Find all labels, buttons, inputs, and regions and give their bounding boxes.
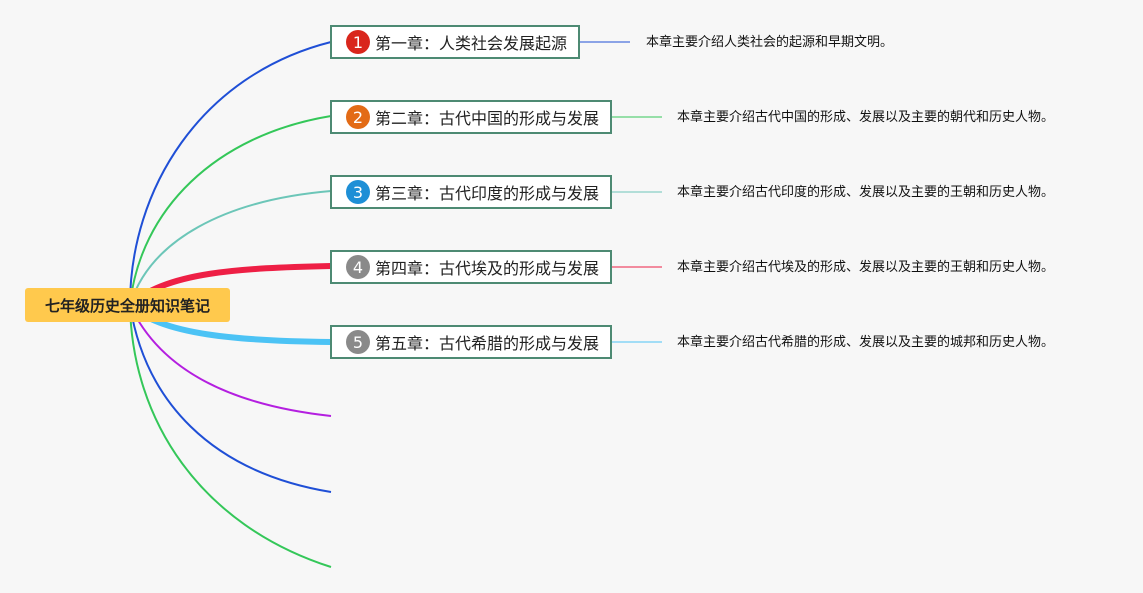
chapter-topic-5[interactable]: 5 第五章：古代希腊的形成与发展 — [330, 325, 612, 359]
branch-line-8 — [129, 304, 332, 568]
chapter-summary-3[interactable]: 本章主要介绍古代印度的形成、发展以及主要的王朝和历史人物。 — [677, 185, 1055, 200]
chapter-topic-3[interactable]: 3 第三章：古代印度的形成与发展 — [330, 175, 612, 209]
chapter-title: 第三章：古代印度的形成与发展 — [375, 184, 600, 203]
chapter-topic-4[interactable]: 4 第四章：古代埃及的形成与发展 — [330, 250, 612, 284]
root-topic-label: 七年级历史全册知识笔记 — [44, 296, 210, 315]
chapter-title: 第五章：古代希腊的形成与发展 — [375, 334, 600, 353]
chapter-number-badge: 1 — [346, 30, 370, 54]
chapter-summary-2[interactable]: 本章主要介绍古代中国的形成、发展以及主要的朝代和历史人物。 — [677, 110, 1055, 125]
chapter-title: 第四章：古代埃及的形成与发展 — [375, 259, 600, 278]
chapter-title: 第二章：古代中国的形成与发展 — [375, 109, 600, 128]
chapter-summary-4[interactable]: 本章主要介绍古代埃及的形成、发展以及主要的王朝和历史人物。 — [677, 260, 1055, 275]
chapter-number-badge: 4 — [346, 255, 370, 279]
chapter-summary-1[interactable]: 本章主要介绍人类社会的起源和早期文明。 — [646, 35, 894, 50]
chapter-number-badge: 2 — [346, 105, 370, 129]
branch-line-3 — [129, 190, 332, 306]
root-topic[interactable]: 七年级历史全册知识笔记 — [25, 288, 230, 322]
chapter-topic-1[interactable]: 1 第一章：人类社会发展起源 — [330, 25, 580, 59]
chapter-title: 第一章：人类社会发展起源 — [375, 34, 568, 53]
branch-line-7 — [129, 304, 332, 493]
branch-line-6 — [129, 304, 332, 417]
chapter-number-badge: 5 — [346, 330, 370, 354]
branch-line-2 — [129, 115, 332, 306]
chapter-number-badge: 3 — [346, 180, 370, 204]
chapter-topic-2[interactable]: 2 第二章：古代中国的形成与发展 — [330, 100, 612, 134]
chapter-summary-5[interactable]: 本章主要介绍古代希腊的形成、发展以及主要的城邦和历史人物。 — [677, 335, 1055, 350]
branch-line-1 — [129, 41, 332, 306]
